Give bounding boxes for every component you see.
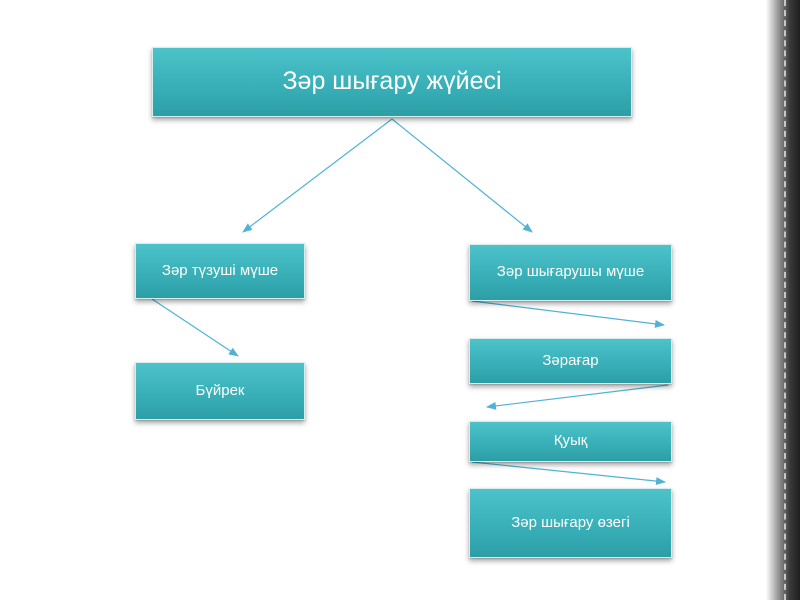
urethra-label: Зәр шығару өзегі [511,513,630,531]
title-box: Зәр шығару жүйесі [152,47,632,117]
urine-excreting-organ-label: Зәр шығарушы мүше [496,263,645,281]
arrow-ureter-to-bladder [486,384,669,410]
arrow-maker-to-kidney [151,298,239,357]
arrow-excretor-to-ureter [471,300,665,328]
ureter-label: Зәрағар [542,351,599,369]
arrow-title-to-excretor [391,118,533,233]
arrow-bladder-to-urethra [471,461,666,486]
arrow-title-to-maker [242,118,393,233]
ureter-box: Зәрағар [469,338,672,384]
urine-excreting-organ-box: Зәр шығарушы мүше [469,244,672,301]
kidney-box: Бүйрек [135,362,305,420]
urine-forming-organ-box: Зәр түзуші мүше [135,243,305,299]
bladder-box: Қуық [469,421,672,462]
slide-edge-shadow [766,0,800,600]
title-label: Зәр шығару жүйесі [282,67,502,96]
urethra-box: Зәр шығару өзегі [469,488,672,558]
kidney-label: Бүйрек [195,381,245,399]
bladder-label: Қуық [553,432,588,450]
slide-edge-perforation [784,0,786,600]
urine-forming-organ-label: Зәр түзуші мүше [161,261,279,279]
